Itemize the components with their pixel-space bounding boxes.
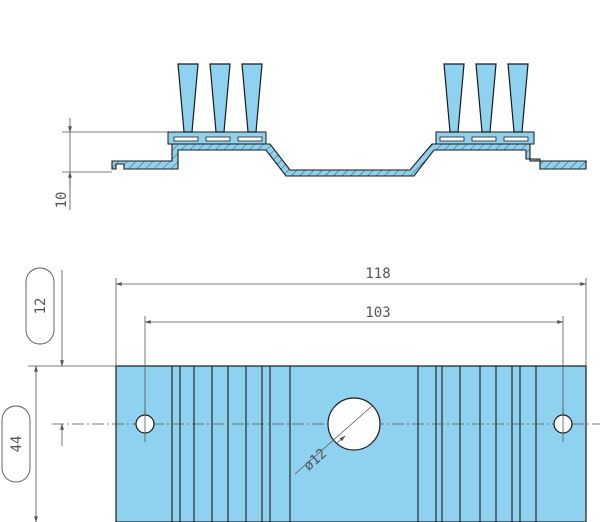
dim-profile-height: 10 [54, 118, 168, 210]
dim-label-12: 12 [33, 298, 49, 315]
left-fins [177, 63, 263, 133]
grooves-left [171, 366, 291, 522]
grooves-right [417, 366, 537, 522]
dim-total-width: 118 [115, 266, 587, 366]
dim-top-offset: 12 [25, 267, 116, 446]
plan-view: ø12 118 103 12 44 [1, 266, 600, 522]
dim-label-10: 10 [54, 192, 70, 209]
section-view: 10 [54, 63, 587, 210]
dim-height: 44 [1, 365, 38, 522]
right-fins [443, 63, 529, 133]
left-clips [167, 131, 267, 145]
dim-label-44: 44 [9, 436, 25, 453]
profile-section [111, 143, 587, 177]
dim-label-103: 103 [365, 305, 390, 321]
center-bore [327, 397, 381, 451]
dim-hole-spacing: 103 [144, 305, 564, 414]
dim-box-12 [25, 267, 55, 345]
right-clips [435, 131, 535, 145]
dim-box-44 [1, 405, 31, 483]
dim-label-118: 118 [365, 266, 390, 282]
